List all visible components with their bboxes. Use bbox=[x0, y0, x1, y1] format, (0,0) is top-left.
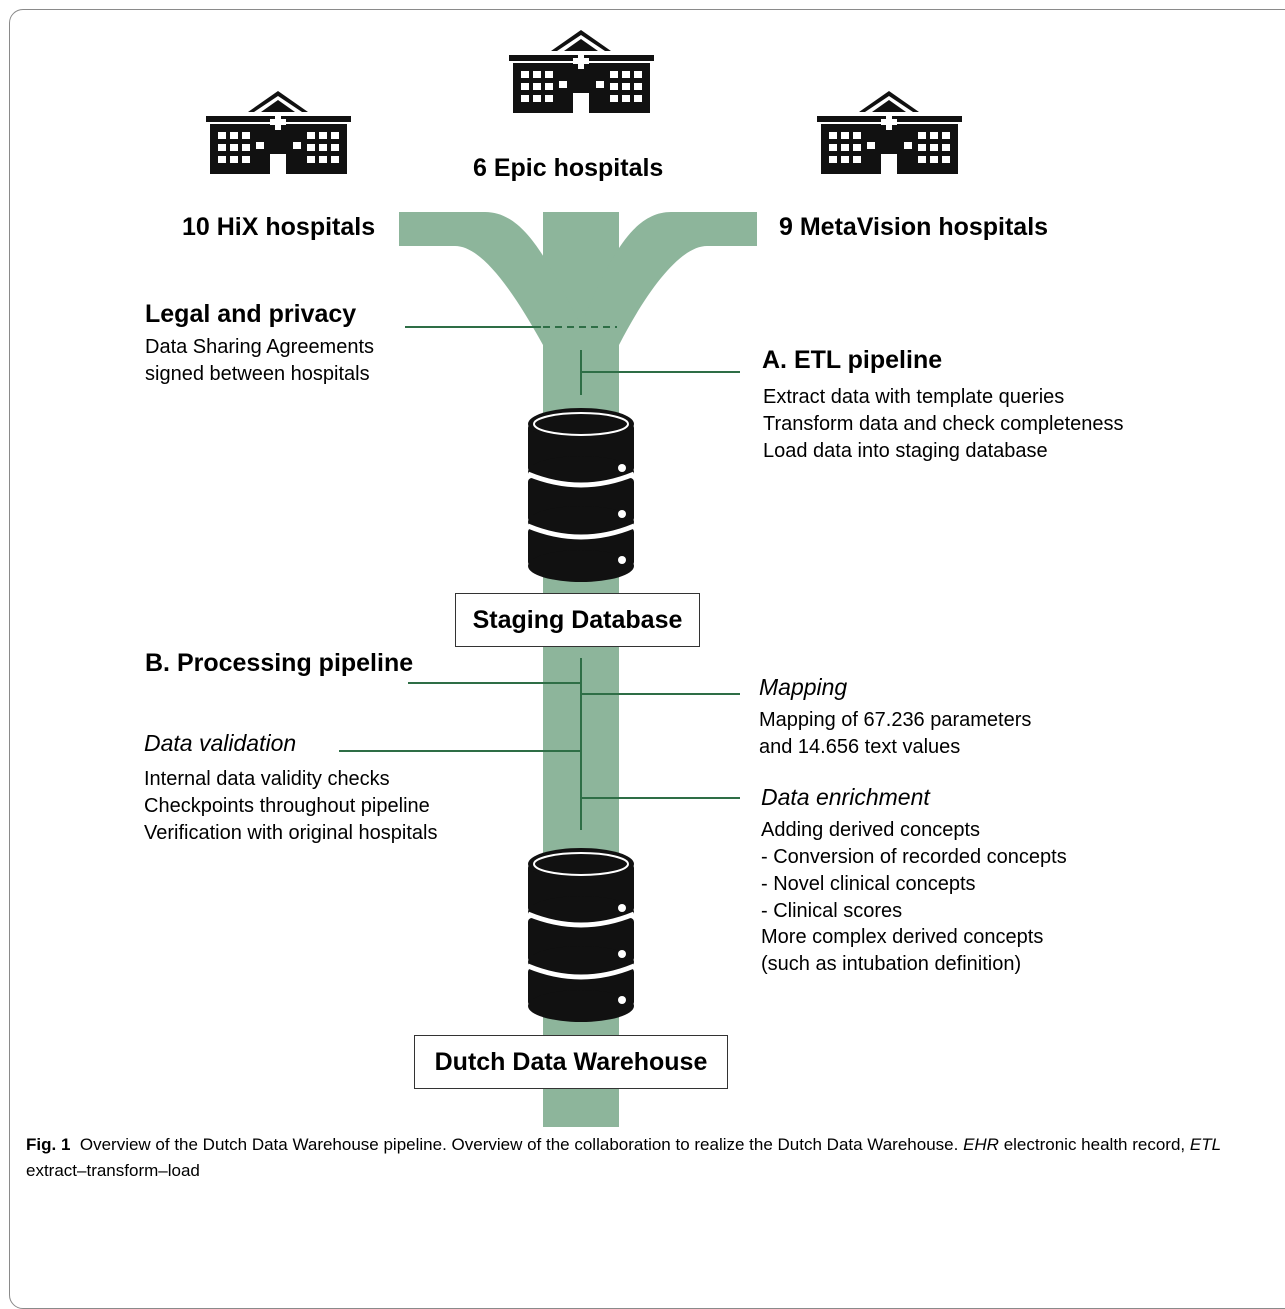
caption-abbr-ehr: EHR bbox=[963, 1135, 999, 1154]
staging-database-label: Staging Database bbox=[455, 593, 700, 647]
dutch-data-warehouse-label: Dutch Data Warehouse bbox=[414, 1035, 728, 1089]
enrichment-title: Data enrichment bbox=[761, 784, 930, 810]
mapping-title: Mapping bbox=[759, 674, 848, 700]
pipe-branch-right bbox=[581, 212, 757, 345]
caption-abbr-etl-def: extract–transform–load bbox=[26, 1161, 200, 1180]
etl-line: Transform data and check completeness bbox=[763, 413, 1124, 435]
caption-label: Fig. 1 bbox=[26, 1135, 71, 1154]
enrichment-line: Adding derived concepts bbox=[761, 819, 981, 841]
enrichment-line: More complex derived concepts bbox=[761, 926, 1044, 948]
hospital-icon bbox=[509, 30, 654, 113]
processing-title: B. Processing pipeline bbox=[145, 649, 414, 677]
validation-line: Verification with original hospitals bbox=[144, 822, 438, 844]
database-icon bbox=[527, 408, 635, 582]
metavision-hospitals-label: 9 MetaVision hospitals bbox=[779, 213, 1049, 241]
enrichment-line: (such as intubation definition) bbox=[761, 953, 1022, 975]
caption-abbr-ehr-def: electronic health record, bbox=[1003, 1135, 1186, 1154]
enrichment-line: - Novel clinical concepts bbox=[761, 873, 976, 895]
etl-line: Load data into staging database bbox=[763, 440, 1048, 462]
mapping-line: and 14.656 text values bbox=[759, 736, 961, 758]
legal-title: Legal and privacy bbox=[145, 300, 357, 328]
legal-line: Data Sharing Agreements bbox=[145, 336, 375, 358]
hix-hospitals-label: 10 HiX hospitals bbox=[182, 213, 376, 241]
enrichment-line: - Conversion of recorded concepts bbox=[761, 846, 1067, 868]
pipe-branch-left bbox=[399, 212, 581, 345]
caption-text: Overview of the Dutch Data Warehouse pip… bbox=[79, 1135, 959, 1154]
validation-title: Data validation bbox=[144, 730, 297, 756]
etl-title: A. ETL pipeline bbox=[762, 346, 943, 374]
database-icon bbox=[527, 848, 635, 1022]
enrichment-line: - Clinical scores bbox=[761, 900, 903, 922]
connector-lines bbox=[339, 326, 740, 830]
caption-abbr-etl: ETL bbox=[1189, 1135, 1222, 1154]
validation-line: Checkpoints throughout pipeline bbox=[144, 795, 430, 817]
figure-caption: Fig. 1 Overview of the Dutch Data Wareho… bbox=[26, 1132, 1271, 1184]
hospital-icon bbox=[817, 91, 962, 174]
mapping-line: Mapping of 67.236 parameters bbox=[759, 709, 1032, 731]
epic-hospitals-label: 6 Epic hospitals bbox=[473, 154, 664, 182]
pipeline-diagram bbox=[206, 30, 962, 1127]
legal-line: signed between hospitals bbox=[145, 363, 370, 385]
hospital-icon bbox=[206, 91, 351, 174]
validation-line: Internal data validity checks bbox=[144, 768, 390, 790]
etl-line: Extract data with template queries bbox=[763, 386, 1065, 408]
